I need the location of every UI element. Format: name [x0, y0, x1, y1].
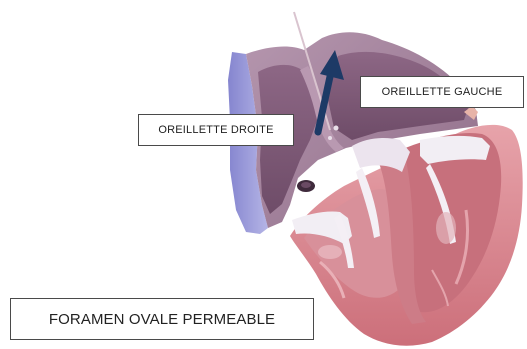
label-right-atrium: OREILLETTE DROITE — [138, 114, 294, 146]
caption-foramen-ovale: FORAMEN OVALE PERMEABLE — [10, 298, 314, 340]
label-left-atrium: OREILLETTE GAUCHE — [360, 76, 524, 108]
